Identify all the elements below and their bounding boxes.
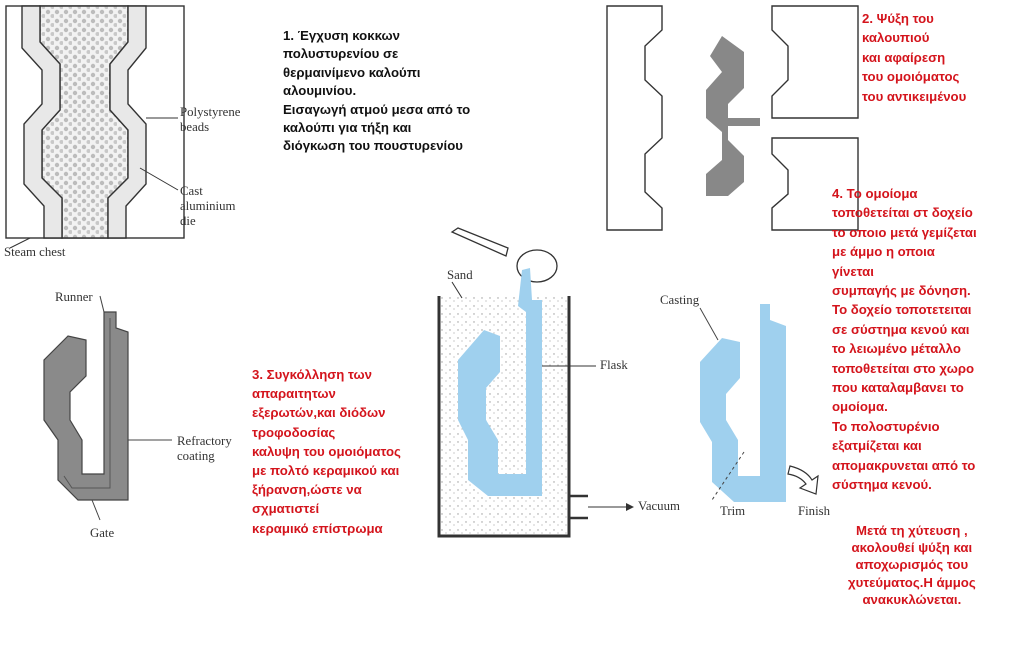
vacuum-port	[569, 494, 588, 520]
coating-inner-edge	[63, 318, 111, 489]
casting-shape	[700, 304, 786, 502]
refractory-coating-label: Refractory coating	[177, 434, 232, 463]
gate-label: Gate	[90, 526, 115, 540]
step-4-text: 4. Το ομοίομα τοποθετείται στ δοχείο το …	[832, 186, 977, 493]
split-mold-figure	[606, 5, 859, 231]
step-3-text: 3. Συγκόλληση των απαραιτητων εξερωτών,κ…	[252, 367, 401, 536]
sand-label: Sand	[447, 268, 473, 282]
finish-arrow	[787, 465, 819, 495]
flask-label: Flask	[600, 358, 628, 372]
left-mold-half	[606, 5, 663, 231]
step-1-text: 1. Έγχυση κοκκων πολυστυρενίου σε θερμαι…	[283, 28, 471, 154]
trim-label: Trim	[720, 504, 746, 518]
right-mold-lower	[771, 137, 859, 231]
mold-with-beads-figure	[5, 5, 185, 249]
step-2-text: 2. Ψύξη του καλουπιού και αφαίρεση του ο…	[862, 11, 967, 104]
refractory-coating-shape	[43, 311, 129, 501]
molten-metal-pour	[458, 268, 542, 496]
coated-pattern-figure	[43, 295, 172, 521]
flask-walls	[437, 296, 571, 538]
die-left-half	[21, 5, 63, 239]
ladle-handle	[450, 227, 509, 257]
cast-aluminium-die-label: Cast aluminium die	[180, 184, 236, 228]
polystyrene-beads-label: Polystyrene beads	[180, 105, 241, 134]
vacuum-label: Vacuum	[638, 499, 680, 513]
right-mold-upper	[771, 5, 859, 119]
runner-label: Runner	[55, 290, 93, 304]
die-right-half	[107, 5, 147, 239]
finish-label: Finish	[798, 504, 831, 518]
steam-chest-label: Steam chest	[4, 245, 66, 259]
after-casting-text: Μετά τη χύτευση , ακολουθεί ψύξη και απο…	[848, 523, 976, 607]
casting-figure	[699, 304, 819, 502]
casting-label: Casting	[660, 293, 700, 307]
flask-figure	[437, 227, 634, 538]
foam-pattern	[706, 36, 760, 196]
